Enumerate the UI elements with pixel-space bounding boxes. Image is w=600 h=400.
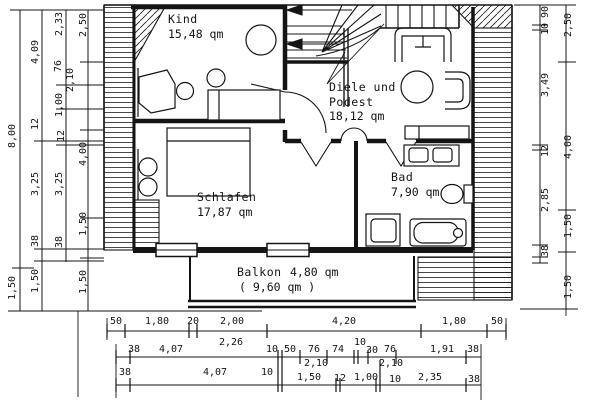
sideboard bbox=[404, 125, 470, 140]
room-area-balkon: 4,80 qm bbox=[290, 265, 339, 279]
door-swing bbox=[300, 141, 332, 168]
door-arc bbox=[284, 91, 327, 134]
door-arc bbox=[340, 127, 368, 142]
stair-direction-arrow bbox=[285, 4, 303, 16]
bathtub-inner bbox=[413, 221, 459, 244]
stair-parapet bbox=[343, 28, 349, 107]
side-table bbox=[138, 177, 158, 197]
toilet bbox=[440, 183, 464, 205]
toilet-tank bbox=[463, 184, 474, 204]
room-label-schlafen: Schlafen bbox=[197, 190, 256, 204]
room-area-diele: 18,12 qm bbox=[329, 109, 384, 123]
armchair bbox=[445, 71, 471, 110]
bathtub-drain bbox=[452, 227, 464, 239]
room-labels: Kind 15,48 qm Diele und Podest 18,12 qm … bbox=[168, 12, 440, 294]
doors bbox=[250, 23, 417, 168]
room-area-bad: 7,90 qm bbox=[391, 185, 440, 199]
seat bbox=[206, 68, 226, 88]
shower-tray bbox=[370, 218, 397, 243]
sofa bbox=[394, 27, 452, 62]
washbasin bbox=[408, 147, 429, 163]
room-label-balkon: Balkon bbox=[237, 265, 282, 279]
furniture bbox=[138, 24, 474, 247]
washbasin bbox=[432, 147, 453, 163]
desk-chair bbox=[175, 81, 195, 101]
bed-kind bbox=[207, 89, 281, 121]
bed-double bbox=[166, 127, 251, 197]
roof-slope-hatch bbox=[103, 4, 513, 301]
windows bbox=[137, 68, 310, 258]
side-table bbox=[138, 157, 158, 177]
room-area-balkon-total: ( 9,60 qm ) bbox=[239, 280, 315, 294]
room-area-kind: 15,48 qm bbox=[168, 27, 223, 41]
room-label-diele-2: Podest bbox=[329, 95, 374, 109]
label-leader-line bbox=[326, 23, 385, 85]
desk bbox=[138, 69, 176, 114]
room-area-schlafen: 17,87 qm bbox=[197, 205, 252, 219]
round-table bbox=[400, 70, 434, 104]
dimension-lines bbox=[8, 4, 578, 400]
room-label-diele-1: Diele und bbox=[329, 80, 396, 94]
stair-direction-arrow bbox=[285, 38, 303, 50]
balcony-outline bbox=[188, 256, 416, 309]
room-label-kind: Kind bbox=[168, 12, 198, 26]
round-chair bbox=[245, 24, 277, 56]
room-label-bad: Bad bbox=[391, 170, 413, 184]
staircase bbox=[285, 4, 460, 107]
